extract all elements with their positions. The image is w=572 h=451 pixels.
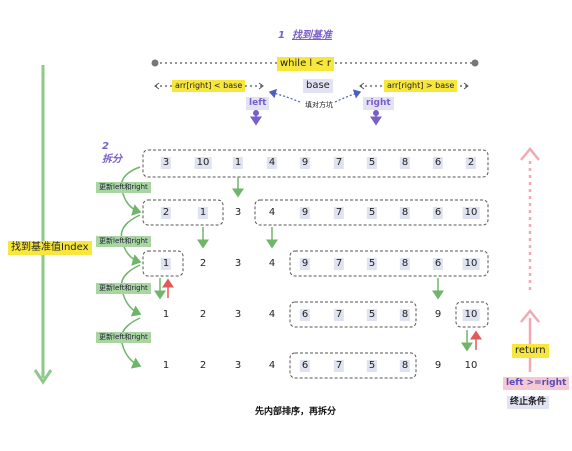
cell-r1-c9: 6 bbox=[432, 157, 444, 169]
left-condition: arr[right] < base bbox=[172, 80, 246, 92]
row3-right-box bbox=[289, 250, 489, 277]
cell-r3-c4: 4 bbox=[268, 258, 276, 269]
cell-r4-c2: 2 bbox=[199, 309, 207, 320]
side-label: 找到基准值Index bbox=[8, 241, 92, 255]
cell-r2-c8: 8 bbox=[399, 207, 411, 219]
cell-r3-c5: 9 bbox=[299, 258, 311, 270]
cell-r1-c2: 10 bbox=[194, 157, 212, 169]
cell-r2-c9: 6 bbox=[432, 207, 444, 219]
cell-r4-c1: 1 bbox=[162, 309, 170, 320]
cell-r4-c7: 5 bbox=[366, 309, 378, 321]
cell-r1-c3: 1 bbox=[232, 157, 244, 169]
cell-r1-c6: 7 bbox=[333, 157, 345, 169]
cell-r4-c6: 7 bbox=[333, 309, 345, 321]
cell-r5-c3: 3 bbox=[234, 360, 242, 371]
cell-r1-c1: 3 bbox=[160, 157, 172, 169]
row4-right-box bbox=[455, 301, 489, 328]
row5-box bbox=[289, 352, 417, 379]
big-down-arrowhead bbox=[33, 369, 53, 385]
cell-r3-c9: 6 bbox=[432, 258, 444, 270]
footer-caption: 先内部排序，再拆分 bbox=[255, 407, 337, 417]
row3-left-box bbox=[142, 250, 184, 277]
cell-r1-c10: 2 bbox=[465, 157, 477, 169]
row4-left-box bbox=[289, 301, 417, 328]
cell-r5-c9: 9 bbox=[434, 360, 442, 371]
step2-num: 2 bbox=[102, 141, 109, 152]
step2-title: 2 拆分 bbox=[102, 140, 122, 166]
cell-r3-c2: 2 bbox=[199, 258, 207, 269]
cell-r5-c5: 6 bbox=[299, 360, 311, 372]
cell-r5-c8: 8 bbox=[399, 360, 411, 372]
step1-text: 找到基准 bbox=[291, 30, 332, 41]
while-dot-left bbox=[151, 59, 159, 67]
cell-r3-c6: 7 bbox=[333, 258, 345, 270]
cell-r4-c8: 8 bbox=[399, 309, 411, 321]
cell-r5-c10: 10 bbox=[464, 360, 478, 371]
cell-r3-c7: 5 bbox=[366, 258, 378, 270]
update-label-2: 更新left和right bbox=[96, 236, 151, 247]
cell-r4-c4: 4 bbox=[268, 309, 276, 320]
row1-box bbox=[142, 149, 489, 178]
end-label: 终止条件 bbox=[507, 396, 550, 409]
cell-r3-c8: 8 bbox=[399, 258, 411, 270]
cell-r2-c1: 2 bbox=[160, 207, 172, 219]
end-condition: left >=right bbox=[503, 377, 570, 390]
swap-arrow-left bbox=[268, 88, 301, 103]
cell-r2-c5: 9 bbox=[299, 207, 311, 219]
cell-r2-c10: 10 bbox=[462, 207, 480, 219]
cell-r2-c7: 5 bbox=[366, 207, 378, 219]
step2-text: 拆分 bbox=[102, 154, 122, 165]
left-pointer-label: left bbox=[246, 97, 270, 110]
cell-r4-c3: 3 bbox=[234, 309, 242, 320]
while-dot-right bbox=[471, 59, 479, 67]
cell-r2-c3: 3 bbox=[234, 207, 242, 218]
return-label: return bbox=[512, 344, 549, 358]
cell-r5-c7: 5 bbox=[366, 360, 378, 372]
swap-label: 填对方坑 bbox=[305, 101, 333, 109]
right-pointer-label: right bbox=[363, 97, 394, 110]
step1-num: 1 bbox=[278, 30, 285, 41]
update-label-3: 更新left和right bbox=[96, 283, 151, 294]
cell-r4-c10: 10 bbox=[462, 309, 480, 321]
cell-r1-c4: 4 bbox=[266, 157, 278, 169]
cell-r3-c3: 3 bbox=[234, 258, 242, 269]
cell-r2-c2: 1 bbox=[197, 207, 209, 219]
cell-r2-c4: 4 bbox=[268, 207, 276, 218]
cell-r5-c1: 1 bbox=[162, 360, 170, 371]
while-label: while l < r bbox=[277, 57, 335, 71]
update-label-1: 更新left和right bbox=[96, 182, 151, 193]
row2-left-box bbox=[142, 199, 224, 226]
base-label: base bbox=[303, 79, 333, 93]
update-label-4: 更新left和right bbox=[96, 332, 151, 343]
swap-arrow-right bbox=[334, 89, 362, 103]
cell-r1-c8: 8 bbox=[399, 157, 411, 169]
right-condition: arr[right] > base bbox=[384, 80, 458, 92]
cell-r3-c10: 10 bbox=[462, 258, 480, 270]
cell-r5-c6: 7 bbox=[333, 360, 345, 372]
cell-r1-c5: 9 bbox=[299, 157, 311, 169]
cell-r5-c4: 4 bbox=[268, 360, 276, 371]
cell-r2-c6: 7 bbox=[333, 207, 345, 219]
cell-r1-c7: 5 bbox=[366, 157, 378, 169]
cell-r5-c2: 2 bbox=[199, 360, 207, 371]
step1-title: 1 找到基准 bbox=[278, 31, 332, 41]
cell-r4-c9: 9 bbox=[434, 309, 442, 320]
row2-right-box bbox=[254, 199, 489, 226]
cell-r3-c1: 1 bbox=[160, 258, 172, 270]
cell-r4-c5: 6 bbox=[299, 309, 311, 321]
